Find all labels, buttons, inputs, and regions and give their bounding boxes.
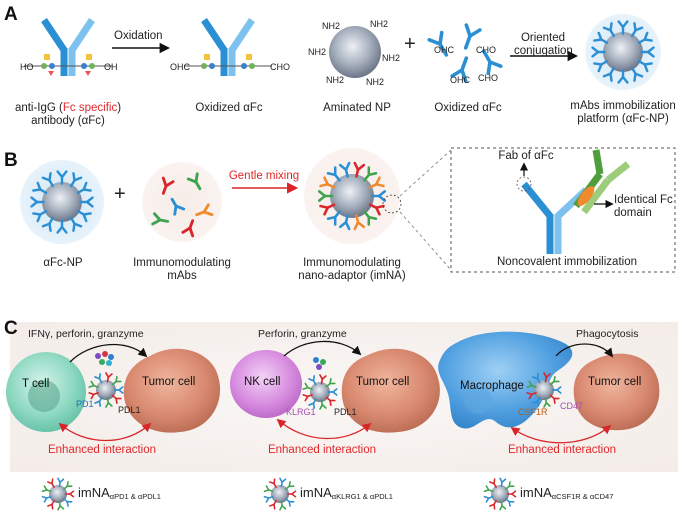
- oxidized-afc-icon: [184, 18, 272, 76]
- aminated-np-label: Aminated NP: [323, 102, 391, 114]
- pd1-label: PD1: [76, 399, 94, 409]
- tumor-cell-2-icon: [341, 348, 440, 433]
- pdl1-label-2: PDL1: [334, 407, 357, 417]
- cho-small-1: CHO: [476, 45, 496, 55]
- fab-label: Fab of αFc: [498, 150, 554, 162]
- imna-c1-icon: [88, 372, 124, 408]
- enhanced-interaction-3: Enhanced interaction: [507, 444, 617, 456]
- mabs-label: Immunomodulating mAbs: [130, 257, 234, 283]
- antibody-afc-icon: [24, 18, 112, 76]
- imna-icon: [304, 148, 402, 244]
- fc-binding-detail-icon: [516, 149, 631, 254]
- enhanced-interaction-1: Enhanced interaction: [47, 444, 157, 456]
- nh2-label-5: NH2: [326, 75, 345, 85]
- antibody-label-line2: antibody (αFc): [31, 115, 105, 127]
- antibody-label-post: ): [117, 102, 122, 114]
- imna-legend-2-main: imNA: [300, 485, 332, 500]
- cho-label: CHO: [270, 62, 290, 72]
- pdl1-label-1: PDL1: [118, 405, 141, 415]
- mabs-mixture-icon: [142, 162, 222, 242]
- mabs-line2: mAbs: [167, 270, 197, 282]
- platform-line1: mAbs immobilization: [570, 100, 676, 112]
- nh2-label-4: NH2: [382, 53, 401, 63]
- oriented-conjugation-label: Oriented conjugation: [514, 32, 573, 58]
- imna-legend-2-sub: αKLRG1 & αPDL1: [331, 492, 393, 501]
- imna-line1: Immunomodulating: [303, 257, 401, 269]
- imna-legend-3-icon: [483, 477, 517, 511]
- nh2-label-6: NH2: [366, 77, 385, 87]
- antibody-label-pre: anti-IgG (: [14, 102, 63, 114]
- oxidation-label: Oxidation: [114, 30, 163, 42]
- imna-legend-2-label: imNAαKLRG1 & αPDL1: [300, 486, 393, 503]
- imna-legend-3-sub: αCSF1R & αCD47: [551, 492, 614, 501]
- cytotoxic-dots-icon: [313, 357, 326, 370]
- nh2-label-1: NH2: [322, 21, 341, 31]
- imna-legend-3-main: imNA: [520, 485, 552, 500]
- tumor-cell-1-icon: [123, 348, 221, 433]
- imna-legend-2-icon: [263, 477, 297, 511]
- imna-legend-1-label: imNAαPD1 & αPDL1: [78, 486, 161, 503]
- t-cell-label: T cell: [22, 378, 50, 390]
- plus-a: +: [404, 33, 416, 55]
- imna-legend-1-icon: [41, 477, 75, 511]
- macrophage-label: Macrophage: [460, 380, 524, 392]
- csf1r-label: CSF1R: [518, 407, 548, 417]
- imna-legend-1-main: imNA: [78, 485, 110, 500]
- antibody-label-red: Fc specific: [62, 102, 118, 114]
- panel-a-letter: A: [4, 4, 18, 25]
- c1-top-label: IFNγ, perforin, granzyme: [28, 328, 144, 340]
- plus-b: +: [114, 183, 126, 205]
- imna-legend-3-label: imNAαCSF1R & αCD47: [520, 486, 613, 503]
- cytokine-dots-icon: [95, 351, 114, 366]
- afc-np-label: αFc-NP: [43, 257, 83, 269]
- c3-top-label: Phagocytosis: [576, 328, 639, 340]
- aminated-np-icon: [329, 26, 381, 78]
- noncovalent-label: Noncovalent immobilization: [497, 256, 637, 268]
- imna-label: Immunomodulating nano-adaptor (imNA): [292, 257, 412, 283]
- antibody-label: anti-IgG (Fc specific) antibody (αFc): [6, 102, 130, 128]
- panel-a: [24, 14, 661, 90]
- cho-small-2: CHO: [478, 73, 498, 83]
- t-cell-icon: [6, 352, 86, 432]
- identical-fc-label: Identical Fc domain: [614, 194, 673, 220]
- c2-top-label: Perforin, granzyme: [258, 328, 347, 340]
- tumor-cell-2-label: Tumor cell: [356, 376, 410, 388]
- cd47-label: CD47: [560, 401, 584, 411]
- afc-np-icon: [20, 160, 104, 244]
- oxidized-afc-label-2: Oxidized αFc: [434, 102, 502, 114]
- imna-line2: nano-adaptor (imNA): [298, 270, 406, 282]
- panel-c-letter: C: [4, 318, 18, 339]
- tumor-cell-3-icon: [573, 353, 660, 431]
- identical-line1: Identical Fc: [614, 194, 673, 206]
- identical-line2: domain: [614, 207, 652, 219]
- ohc-small-2: OHC: [450, 75, 470, 85]
- nk-cell-label: NK cell: [244, 376, 281, 388]
- mabs-line1: Immunomodulating: [133, 257, 231, 269]
- platform-line2: platform (αFc-NP): [577, 113, 669, 125]
- oxidized-afc-label: Oxidized αFc: [195, 102, 263, 114]
- panel-b: [20, 147, 676, 273]
- enhanced-interaction-2: Enhanced interaction: [267, 444, 377, 456]
- imna-c3-icon: [526, 372, 562, 408]
- tumor-cell-1-label: Tumor cell: [142, 376, 196, 388]
- oriented-line1: Oriented: [520, 32, 566, 44]
- imna-legend-1-sub: αPD1 & αPDL1: [109, 492, 161, 501]
- klrg1-label: KLRG1: [286, 407, 316, 417]
- imna-c2-icon: [302, 374, 338, 410]
- tumor-cell-3-label: Tumor cell: [588, 376, 642, 388]
- ohc-small-1: OHC: [434, 45, 454, 55]
- ohc-label: OHC: [170, 62, 190, 72]
- nh2-label-3: NH2: [308, 47, 327, 57]
- gentle-mixing-label: Gentle mixing: [228, 170, 300, 182]
- ho-label: HO: [20, 62, 34, 72]
- nk-cell-icon: [230, 350, 302, 418]
- platform-label: mAbs immobilization platform (αFc-NP): [566, 100, 680, 126]
- afc-np-platform-icon: [585, 14, 661, 90]
- oriented-line2: conjugation: [514, 45, 573, 57]
- panel-c: [6, 322, 678, 511]
- nh2-label-2: NH2: [370, 19, 389, 29]
- panel-b-letter: B: [4, 150, 18, 171]
- oh-label: OH: [104, 62, 118, 72]
